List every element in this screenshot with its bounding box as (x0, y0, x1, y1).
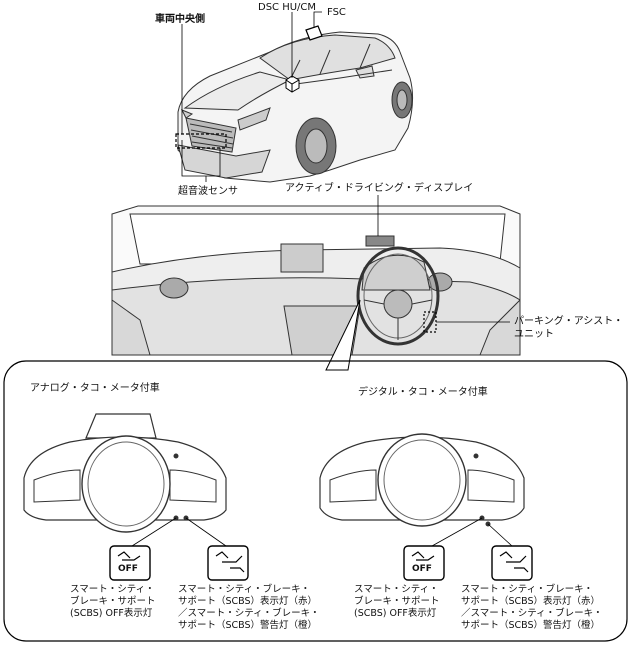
dsc-hu-cm-label: DSC HU/CM (258, 2, 316, 14)
analog-warning-caption-line1: スマート・シティ・ブレーキ・ (178, 584, 310, 596)
analog-meter-title: アナログ・タコ・メータ付車 (30, 383, 160, 395)
car-drawing (176, 26, 413, 182)
digital-cluster-drawing (320, 434, 524, 546)
analog-off-caption-line3: (SCBS) OFF表示灯 (70, 608, 152, 620)
analog-scbs-warning-icon (208, 546, 248, 580)
dashboard-drawing (112, 206, 520, 370)
vehicle-center-label: 車両中央側 (155, 14, 205, 26)
analog-warning-caption-line2: サポート（SCBS）表示灯（赤） (178, 596, 317, 608)
digital-warning-caption-line3: ／スマート・シティ・ブレーキ・ (461, 608, 603, 620)
digital-warning-caption-line1: スマート・シティ・ブレーキ・ (461, 584, 593, 596)
digital-off-caption-line2: ブレーキ・サポート (354, 596, 440, 608)
ultrasonic-sensor-label: 超音波センサ (178, 186, 238, 198)
fsc-label: FSC (327, 7, 346, 19)
digital-off-icon-text: OFF (412, 563, 432, 575)
analog-off-icon-text: OFF (118, 563, 138, 575)
parking-assist-unit-label-line1: パーキング・アシスト・ (514, 316, 623, 328)
analog-warning-caption-line4: サポート（SCBS）警告灯（橙） (178, 620, 317, 632)
analog-warning-caption-line3: ／スマート・シティ・ブレーキ・ (178, 608, 320, 620)
analog-off-caption-line1: スマート・シティ・ (70, 584, 155, 596)
digital-off-caption-line1: スマート・シティ・ (354, 584, 439, 596)
digital-warning-caption-line2: サポート（SCBS）表示灯（赤） (461, 596, 600, 608)
analog-cluster-drawing (24, 414, 226, 546)
digital-meter-title: デジタル・タコ・メータ付車 (358, 387, 488, 399)
active-driving-display-label: アクティブ・ドライビング・ディスプレイ (285, 183, 473, 195)
parking-assist-unit-label-line2: ユニット (514, 329, 554, 341)
analog-off-caption-line2: ブレーキ・サポート (70, 596, 156, 608)
digital-warning-caption-line4: サポート（SCBS）警告灯（橙） (461, 620, 600, 632)
digital-off-caption-line3: (SCBS) OFF表示灯 (354, 608, 436, 620)
digital-scbs-warning-icon (492, 546, 532, 580)
